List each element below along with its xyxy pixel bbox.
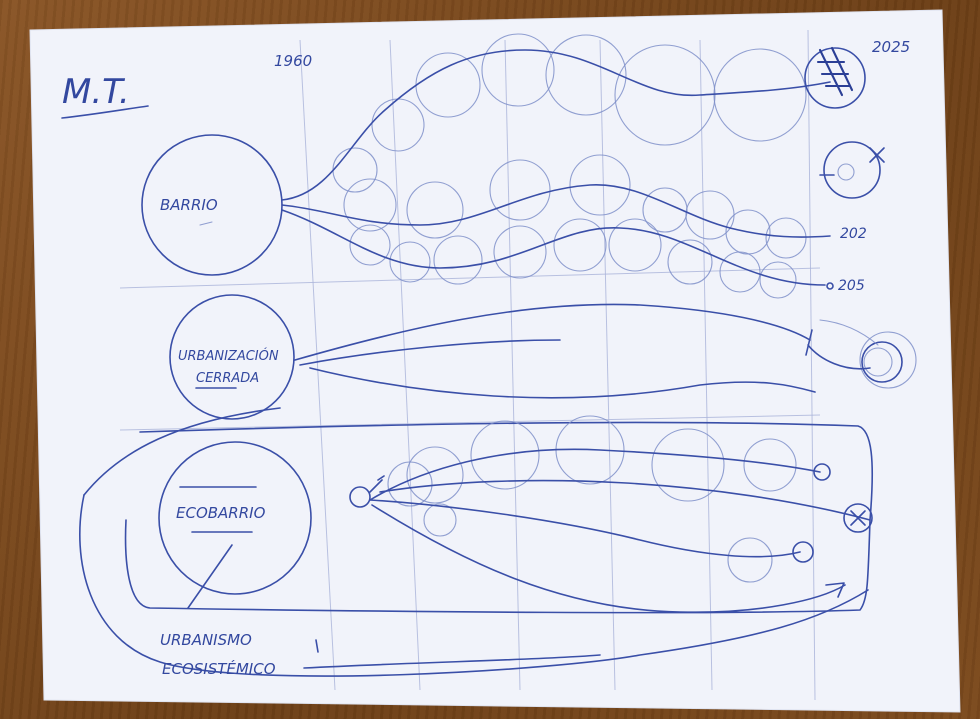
- middle-bubble-chain: [343, 154, 807, 259]
- ecobarrio-start-node: [349, 486, 371, 508]
- grid-lines: [119, 29, 821, 701]
- page-title: M.T.: [62, 72, 130, 112]
- gated-end-cluster: [805, 319, 917, 389]
- ecobarrio-outer-arc: [83, 407, 281, 496]
- ecobarrio-arrowhead: [825, 582, 845, 598]
- urbanismo-label-2: ECOSISTÉMICO: [162, 659, 276, 678]
- railway-icon: [816, 46, 854, 97]
- ecobarrio-outer-loop: [79, 494, 869, 677]
- ecobarrio-path-upper: [369, 448, 821, 501]
- lower-bubble-chain: [349, 218, 797, 299]
- ecobarrio-node-x: [843, 503, 873, 533]
- middle-trajectory: [281, 184, 831, 238]
- ecobarrio-start-arrow: [369, 475, 385, 493]
- urbanizacion-upper-curve: [294, 303, 811, 361]
- ecobarrio-path-middle: [369, 499, 801, 558]
- ecobarrio-node-a: [813, 463, 831, 481]
- lower-trajectory: [281, 209, 826, 286]
- urbanizacion-circle: [169, 294, 295, 420]
- ecobarrio-cross-icon: [850, 510, 866, 526]
- urbanismo-link: [303, 654, 601, 669]
- target-cross-icon: [869, 147, 885, 163]
- end-year-label: 2025: [872, 38, 910, 56]
- urbanizacion-label-2: CERRADA: [196, 371, 259, 386]
- start-year-label: 1960: [274, 52, 312, 70]
- upper-end-circle: [804, 47, 866, 109]
- endpoint-label-a: 202: [840, 226, 867, 242]
- barrio-mark: [199, 221, 213, 226]
- target-circle: [823, 141, 881, 199]
- urbanizacion-label: URBANIZACIÓN: [178, 348, 279, 364]
- ecobarrio-path-lower: [371, 504, 846, 613]
- ecobarrio-circle: [158, 441, 312, 595]
- upper-bubble-chain: [332, 33, 807, 193]
- endpoint-dot: [826, 282, 834, 290]
- ecobarrio-label: ECOBARRIO: [176, 504, 266, 522]
- urbanizacion-mid-curve: [299, 339, 561, 366]
- ecobarrio-bubble-chain: [387, 415, 797, 583]
- ecobarrio-frame: [124, 421, 874, 614]
- upper-trajectory: [281, 49, 831, 201]
- ecobarrio-pointer: [187, 544, 233, 609]
- urbanismo-label: URBANISMO: [160, 631, 252, 649]
- urbanizacion-lower-curve: [309, 367, 816, 399]
- ecobarrio-path-long: [379, 479, 871, 521]
- target-inner-circle: [837, 163, 855, 181]
- paper-sheet: [29, 9, 961, 713]
- title-underline: [61, 105, 149, 119]
- barrio-label: BARRIO: [160, 196, 218, 214]
- urbanismo-tick: [315, 639, 319, 653]
- endpoint-label-b: 205: [838, 278, 865, 294]
- ecobarrio-node-b: [792, 541, 814, 563]
